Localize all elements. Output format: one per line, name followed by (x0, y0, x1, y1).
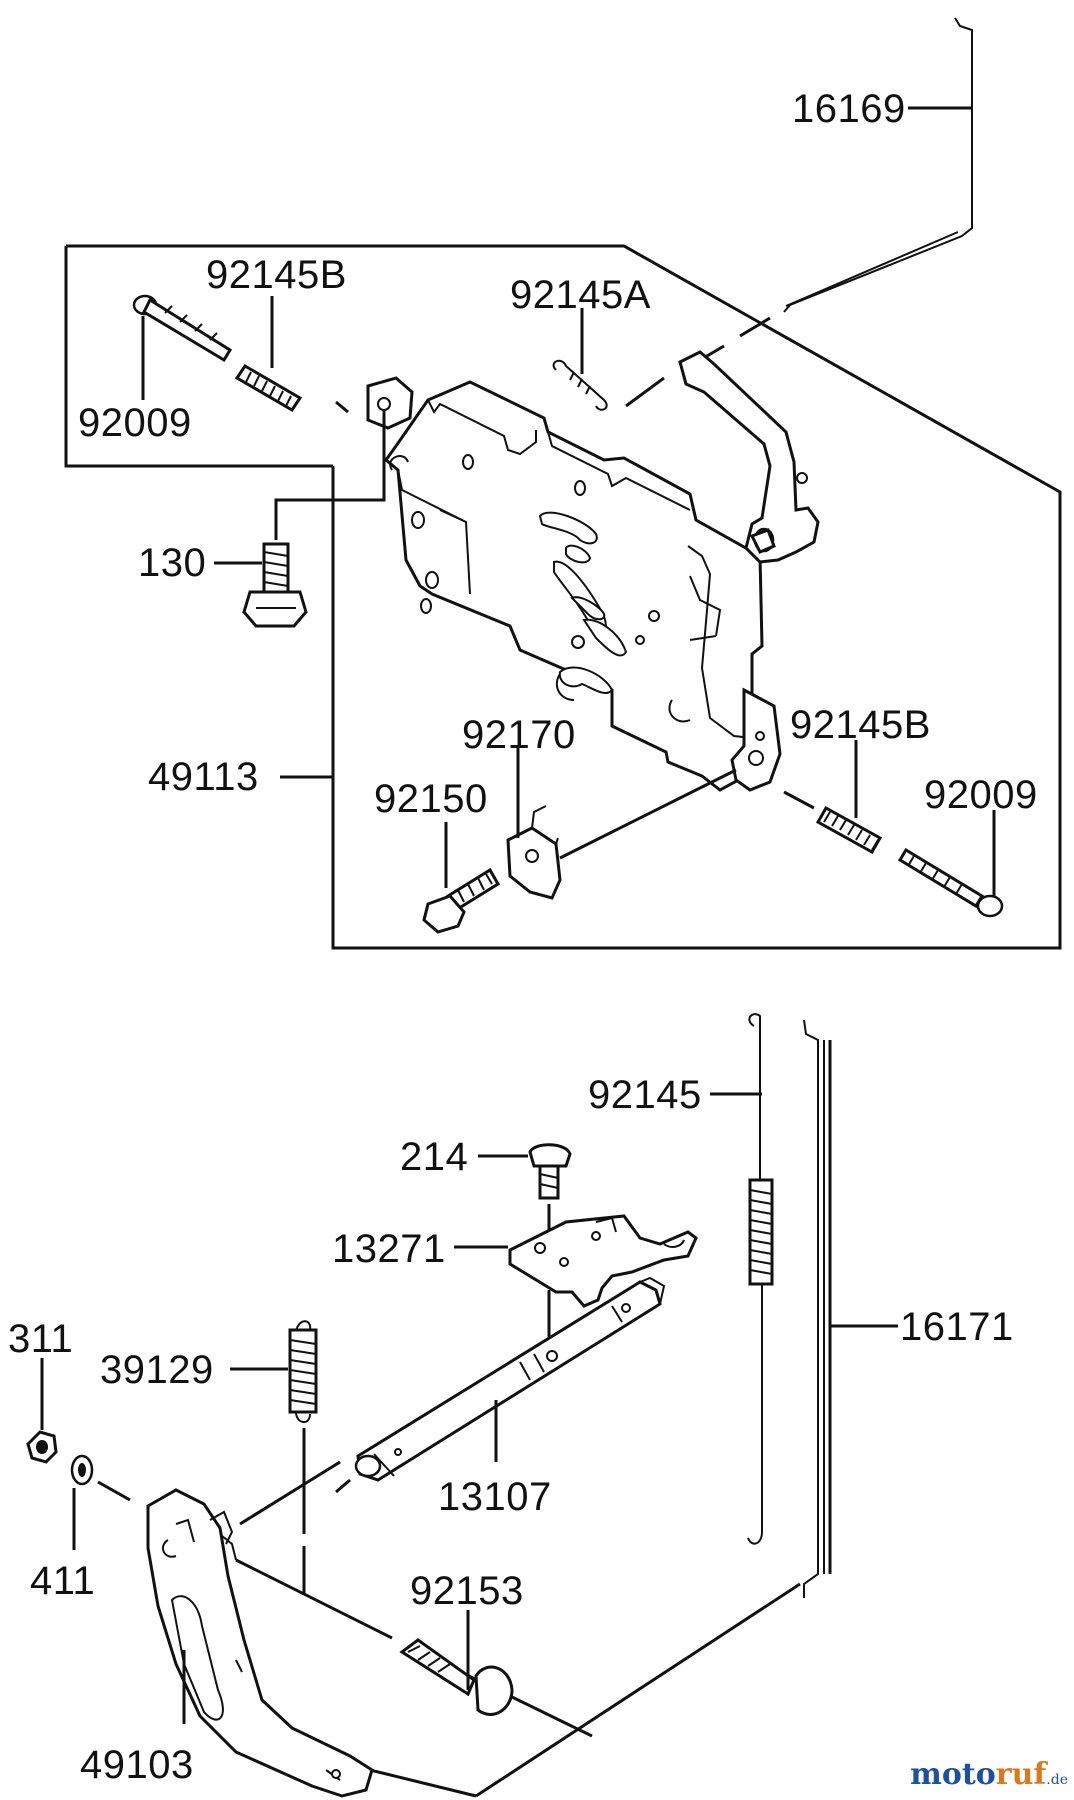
rod-16169 (689, 17, 973, 368)
label-49113: 49113 (148, 755, 259, 799)
label-39129: 39129 (100, 1348, 214, 1392)
label-92170: 92170 (462, 713, 576, 757)
rod-16171 (803, 1019, 898, 1598)
watermark-logo: motoruf.de (910, 1757, 1068, 1792)
label-92145A: 92145A (510, 273, 651, 317)
spring-39129 (230, 1320, 318, 1594)
bolt-92009-right (897, 810, 1004, 918)
spring-92145B-right (783, 740, 883, 855)
spring-92145 (710, 1013, 774, 1545)
pin-92153 (399, 1610, 514, 1716)
label-92153: 92153 (410, 1569, 524, 1613)
watermark-part-2: ruf (995, 1757, 1047, 1792)
washer-411 (70, 1454, 131, 1550)
label-92150: 92150 (374, 777, 488, 821)
label-16171: 16171 (900, 1305, 1014, 1349)
label-130: 130 (138, 541, 206, 585)
nut-311 (26, 1358, 58, 1464)
label-13271: 13271 (332, 1227, 446, 1271)
clip-92170 (506, 748, 737, 900)
label-13107: 13107 (438, 1475, 552, 1519)
label-92009-right: 92009 (924, 773, 1038, 817)
lever-arm (678, 350, 820, 564)
bolt-130 (214, 410, 386, 628)
label-92009-top: 92009 (78, 401, 192, 445)
control-plate-49113 (366, 376, 782, 792)
plate-13271 (454, 1214, 698, 1350)
label-214: 214 (400, 1135, 468, 1179)
shaft-13107 (335, 1276, 666, 1494)
bolt-92009-top (132, 294, 233, 400)
watermark-part-3: .de (1046, 1772, 1068, 1788)
lever-49103 (146, 1460, 801, 1798)
label-16169: 16169 (792, 87, 906, 131)
label-92145B-top: 92145B (206, 253, 347, 297)
label-49103: 49103 (80, 1743, 194, 1787)
label-411: 411 (30, 1559, 95, 1603)
label-92145B-right: 92145B (790, 703, 931, 747)
label-311: 311 (8, 1317, 73, 1361)
watermark-part-1: moto (910, 1757, 996, 1792)
bolt-92150 (422, 822, 501, 934)
spring-92145B-top (234, 296, 349, 414)
label-92145: 92145 (588, 1073, 702, 1117)
spring-92145A (552, 308, 665, 411)
